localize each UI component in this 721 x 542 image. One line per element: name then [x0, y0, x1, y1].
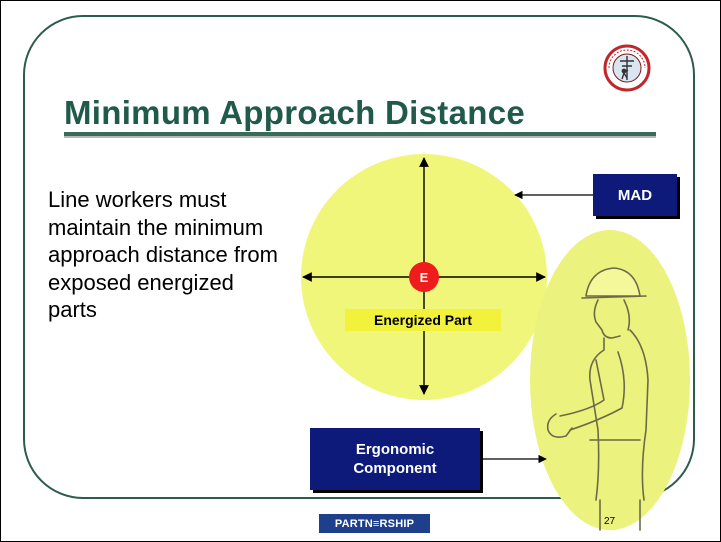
body-text: Line workers must maintain the minimum a…: [48, 187, 278, 322]
mad-label: MAD: [617, 186, 653, 204]
ergonomic-label-line2: Component: [353, 460, 437, 477]
page-number: 27: [604, 516, 616, 527]
ergonomic-component-box: Ergonomic Component: [310, 428, 480, 490]
title-underline: [64, 132, 656, 138]
energized-part-label: Energized Part: [345, 309, 501, 331]
lineworker-figure-icon: [546, 267, 649, 531]
energized-marker: [409, 262, 439, 292]
slide-title: Minimum Approach Distance: [64, 94, 526, 131]
ergonomic-label-line1: Ergonomic: [355, 441, 435, 458]
partnership-footer-logo: PARTN≡RSHIP: [319, 514, 430, 533]
mad-label-box: MAD: [593, 174, 677, 216]
energized-marker-label: E: [420, 270, 429, 285]
worker-zone-ellipse: [530, 230, 690, 530]
electrical-partnership-seal-icon: [603, 44, 651, 92]
